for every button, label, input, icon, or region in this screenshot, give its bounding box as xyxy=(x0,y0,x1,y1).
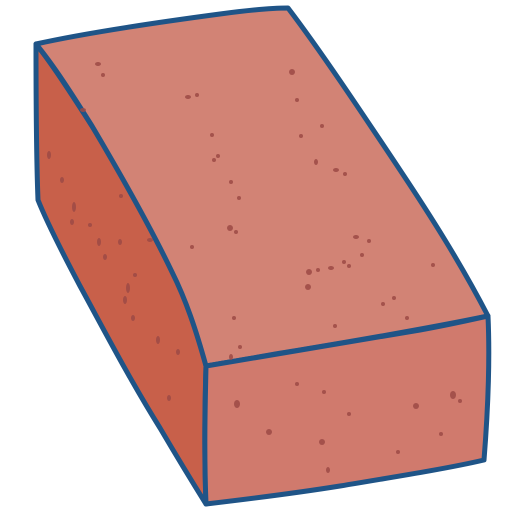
brick-speckle xyxy=(176,349,180,355)
brick-speckle xyxy=(234,400,240,408)
brick-speckle xyxy=(333,324,337,328)
brick-speckle xyxy=(103,254,107,260)
brick-speckle xyxy=(123,296,127,304)
brick-speckle xyxy=(322,390,326,394)
brick-speckle xyxy=(295,98,299,102)
brick-speckle xyxy=(70,219,74,225)
brick-speckle xyxy=(101,73,105,77)
brick-speckle xyxy=(126,283,130,293)
brick-speckle xyxy=(306,269,312,275)
brick-speckle xyxy=(413,403,419,409)
brick-speckle xyxy=(147,238,153,242)
brick-speckle xyxy=(320,124,324,128)
brick-speckle xyxy=(319,439,325,445)
brick-speckle xyxy=(190,245,194,249)
brick-speckle xyxy=(450,391,456,399)
brick-speckle xyxy=(97,238,101,246)
brick-speckle xyxy=(347,412,351,416)
brick-speckle xyxy=(343,172,347,176)
brick-speckle xyxy=(88,223,92,227)
brick-speckle xyxy=(60,177,64,183)
brick-speckle xyxy=(299,134,303,138)
brick-speckle xyxy=(314,159,318,165)
brick-speckle xyxy=(119,194,123,198)
brick-speckle xyxy=(80,108,86,112)
brick-speckle xyxy=(212,158,216,162)
brick-speckle xyxy=(95,62,101,66)
brick-speckle xyxy=(439,432,443,436)
brick-speckle xyxy=(458,399,462,403)
brick-speckle xyxy=(289,69,295,75)
brick-speckle xyxy=(316,268,320,272)
brick-speckle xyxy=(333,168,339,172)
brick-speckle xyxy=(266,429,272,435)
brick-speckle xyxy=(431,263,435,267)
brick-speckle xyxy=(47,151,51,159)
brick-speckle xyxy=(353,235,359,239)
brick-speckle xyxy=(238,345,242,349)
brick-speckle xyxy=(342,260,346,264)
brick-speckle xyxy=(295,382,299,386)
brick-speckles xyxy=(47,62,462,473)
brick-speckle xyxy=(210,133,214,137)
brick-speckle xyxy=(347,264,351,268)
brick-speckle xyxy=(237,196,241,200)
brick-speckle xyxy=(156,336,160,344)
brick-speckle xyxy=(381,302,385,306)
brick-speckle xyxy=(167,395,171,401)
brick-speckle xyxy=(118,239,122,245)
brick-speckle xyxy=(72,202,76,212)
brick-speckle xyxy=(405,316,409,320)
brick-speckle xyxy=(328,266,334,270)
brick-speckle xyxy=(185,95,191,99)
brick-speckle xyxy=(131,315,135,321)
brick-speckle xyxy=(232,316,236,320)
brick-speckle xyxy=(195,93,199,97)
brick-speckle xyxy=(133,273,137,277)
brick-speckle xyxy=(305,284,311,290)
brick-speckle xyxy=(396,450,400,454)
brick-front-face xyxy=(202,313,492,507)
brick-speckle xyxy=(227,225,233,231)
brick-speckle xyxy=(360,253,364,257)
brick-speckle xyxy=(229,354,233,360)
brick-speckle xyxy=(367,239,371,243)
brick-speckle xyxy=(234,230,238,234)
brick-speckle xyxy=(326,467,330,473)
brick-speckle xyxy=(229,180,233,184)
brick-speckle xyxy=(216,154,220,158)
brick-speckle xyxy=(392,296,396,300)
